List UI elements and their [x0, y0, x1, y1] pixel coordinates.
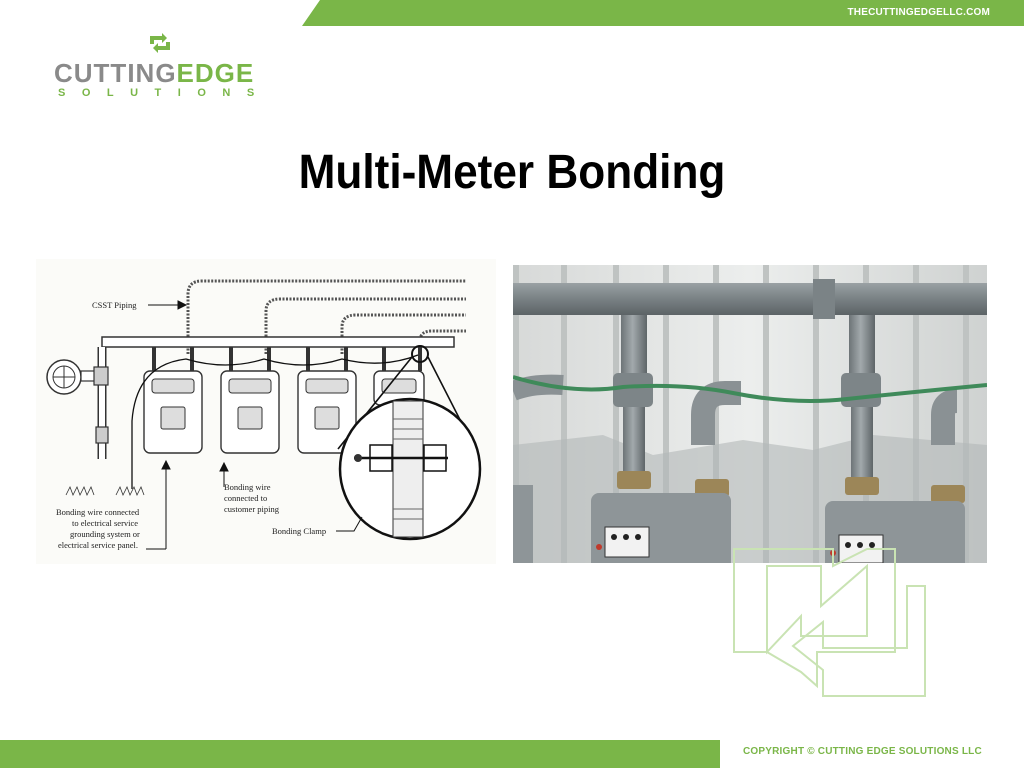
- company-logo: CUTTINGEDGE SOLUTIONS: [54, 30, 270, 102]
- slide-title: Multi-Meter Bonding: [298, 146, 726, 199]
- logo-wordmark: CUTTINGEDGE: [54, 58, 254, 89]
- logo-word-edge: EDGE: [176, 58, 255, 88]
- logo-subtitle: SOLUTIONS: [58, 87, 271, 99]
- label-bonding-2: to electrical service: [72, 518, 138, 528]
- site-url[interactable]: THECUTTINGEDGELLC.COM: [847, 7, 990, 18]
- label-csst-piping: CSST Piping: [92, 300, 137, 310]
- diagram-drawing: CSST Piping Bonding wire connected to el…: [36, 259, 496, 564]
- footer-band-notch: [702, 740, 720, 768]
- header-band-notch: [302, 0, 320, 26]
- label-bonding-3: grounding system or: [70, 529, 140, 539]
- logo-word-cutting: CUTTING: [54, 58, 177, 88]
- label-bonding-4: electrical service panel.: [58, 540, 138, 550]
- meters-photo: [513, 265, 987, 563]
- label-bonding-1: Bonding wire connected: [56, 507, 140, 517]
- header-band: [302, 0, 1024, 26]
- logo-watermark-icon: [733, 548, 926, 697]
- bonding-diagram: CSST Piping Bonding wire connected to el…: [36, 259, 496, 564]
- copyright-text: COPYRIGHT © CUTTING EDGE SOLUTIONS LLC: [743, 746, 982, 757]
- label-customer-3: customer piping: [224, 504, 280, 514]
- label-customer-1: Bonding wire: [224, 482, 271, 492]
- photo-drawing: [513, 265, 987, 563]
- label-bonding-clamp: Bonding Clamp: [272, 526, 326, 536]
- footer-band: [0, 740, 720, 768]
- label-customer-2: connected to: [224, 493, 267, 503]
- logo-arrows-icon: [150, 33, 170, 53]
